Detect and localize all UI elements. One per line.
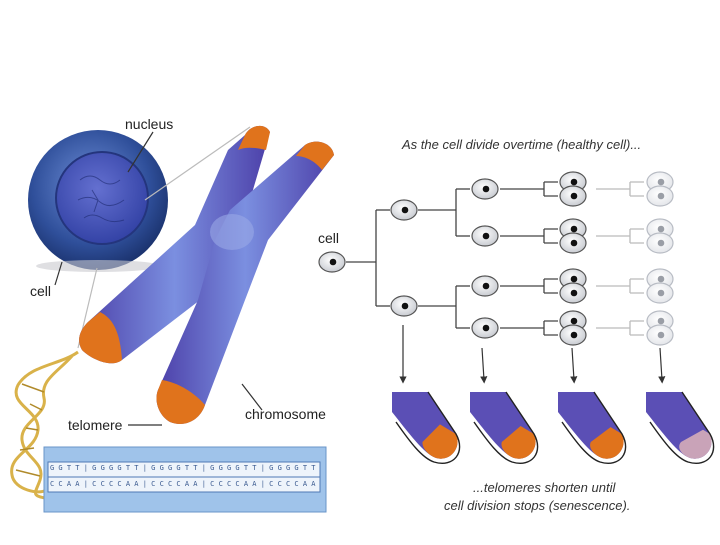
cell-icon	[471, 317, 499, 339]
cell-icon	[471, 225, 499, 247]
cell-icon	[390, 295, 418, 317]
caption-bottom-1: ...telomeres shorten until	[473, 480, 616, 495]
label-telomere: telomere	[68, 417, 123, 433]
cell-icon	[646, 324, 674, 346]
cell-icon	[559, 324, 587, 346]
dna-strip	[43, 446, 327, 513]
cell-icon	[390, 199, 418, 221]
caption-bottom-2: cell division stops (senescence).	[444, 498, 631, 513]
telomere-tip	[392, 391, 461, 464]
dna-helix	[10, 350, 79, 500]
cell-icon	[646, 282, 674, 304]
telomere-tip	[646, 391, 715, 464]
cell-icon	[471, 178, 499, 200]
telomere-tip	[470, 391, 539, 464]
cell-icon	[471, 275, 499, 297]
cell-icon	[559, 282, 587, 304]
label-cell-tree: cell	[318, 230, 340, 246]
cell-icon	[646, 185, 674, 207]
telomere-tips	[392, 391, 715, 464]
cell-illustration	[28, 130, 168, 272]
cell-lineage-tree	[346, 181, 644, 336]
dna-bottom-sequence: C C A A | C C C C A A | C C C C A A | C …	[50, 480, 316, 488]
cell-icon	[646, 232, 674, 254]
cell-icons	[318, 171, 674, 346]
label-chromosome: chromosome	[245, 406, 326, 422]
chromosome-illustration	[79, 125, 334, 425]
label-cell: cell	[30, 283, 52, 299]
label-nucleus: nucleus	[125, 116, 174, 132]
telomere-cap-2	[156, 380, 205, 425]
telomere-tip	[558, 391, 627, 464]
arrows-down	[399, 325, 666, 384]
caption-top: As the cell divide overtime (healthy cel…	[402, 137, 642, 152]
cell-icon	[559, 232, 587, 254]
telomere-cap	[79, 312, 122, 364]
nucleus-body	[55, 151, 149, 245]
cell-icon	[559, 185, 587, 207]
dna-top-sequence: G G T T | G G G G T T | G G G G T T | G …	[50, 464, 316, 472]
cell-icon	[318, 251, 346, 273]
